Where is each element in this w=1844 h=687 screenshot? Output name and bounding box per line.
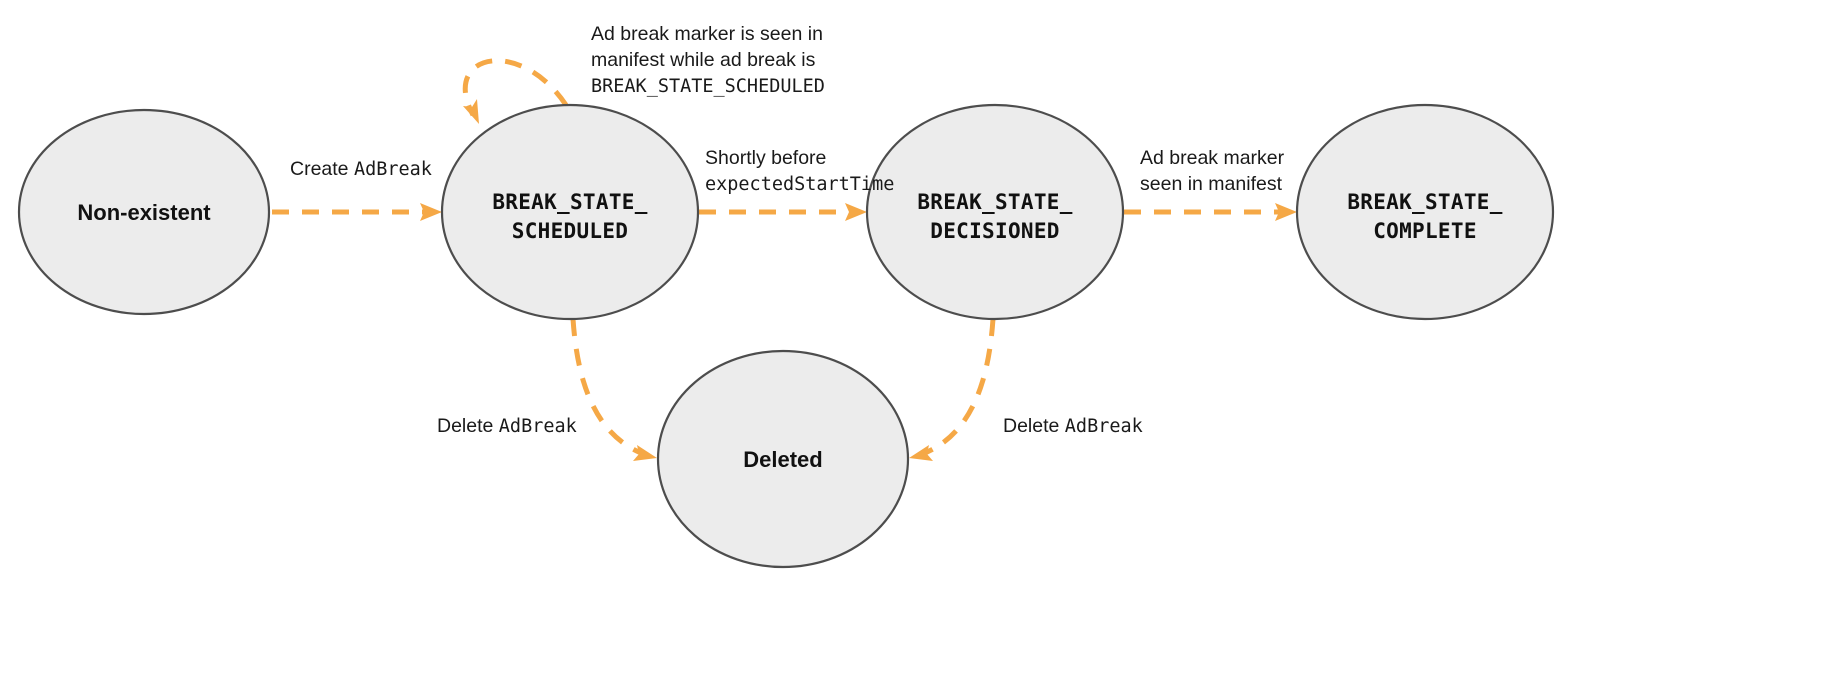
edge-scheduled-self-loop bbox=[462, 58, 569, 124]
node-break-state-complete-shape[interactable] bbox=[1295, 103, 1555, 321]
node-break-state-complete-label-line1: BREAK_STATE_ bbox=[1347, 190, 1502, 214]
edge-decisioned-to-complete-arrowhead bbox=[1275, 203, 1297, 221]
edge-label-create-adbreak-plain: Create bbox=[290, 158, 354, 180]
edge-label-scheduled-to-deleted-text: Delete AdBreak bbox=[437, 415, 577, 437]
node-deleted-shape[interactable] bbox=[656, 349, 910, 569]
node-deleted[interactable]: Deleted bbox=[656, 349, 910, 569]
edge-label-create-adbreak-text: Create AdBreak bbox=[290, 158, 432, 180]
edge-decisioned-to-deleted bbox=[909, 318, 996, 461]
edge-scheduled-to-deleted-arrowhead bbox=[633, 445, 657, 461]
node-non-existent-label: Non-existent bbox=[77, 200, 211, 225]
node-break-state-scheduled[interactable]: BREAK_STATE_ SCHEDULED bbox=[440, 103, 700, 321]
edge-decisioned-to-deleted-arrowhead bbox=[909, 445, 933, 461]
node-break-state-decisioned-shape[interactable] bbox=[865, 103, 1125, 321]
edge-label-scheduled-to-deleted: Delete AdBreak bbox=[437, 415, 577, 437]
node-break-state-complete[interactable]: BREAK_STATE_ COMPLETE bbox=[1295, 103, 1555, 321]
node-deleted-label: Deleted bbox=[743, 447, 822, 472]
edge-label-decisioned-to-deleted-mono: AdBreak bbox=[1065, 416, 1143, 437]
edge-label-scheduled-to-decisioned-line2: expectedStartTime bbox=[705, 174, 894, 195]
edge-label-create-adbreak: Create AdBreak bbox=[290, 158, 432, 180]
node-break-state-scheduled-shape[interactable] bbox=[440, 103, 700, 321]
edge-label-decisioned-to-complete: Ad break marker seen in manifest bbox=[1140, 147, 1285, 195]
edge-label-decisioned-to-complete-line2: seen in manifest bbox=[1140, 173, 1283, 195]
edge-label-scheduled-self-loop-line2: manifest while ad break is bbox=[591, 49, 816, 71]
edge-scheduled-self-loop-arrowhead bbox=[463, 99, 479, 124]
edge-label-scheduled-to-deleted-plain: Delete bbox=[437, 415, 499, 437]
node-break-state-decisioned[interactable]: BREAK_STATE_ DECISIONED bbox=[865, 103, 1125, 321]
edge-scheduled-self-loop-path bbox=[462, 58, 569, 117]
edge-label-scheduled-to-deleted-mono: AdBreak bbox=[499, 416, 577, 437]
edge-label-scheduled-to-decisioned: Shortly before expectedStartTime bbox=[705, 147, 894, 195]
edge-decisioned-to-complete bbox=[1124, 203, 1297, 221]
edge-scheduled-to-decisioned-arrowhead bbox=[845, 203, 867, 221]
node-non-existent-shape[interactable] bbox=[17, 108, 271, 316]
edge-scheduled-to-decisioned bbox=[699, 203, 867, 221]
edge-label-decisioned-to-deleted-plain: Delete bbox=[1003, 415, 1065, 437]
edge-scheduled-to-deleted-path bbox=[570, 318, 647, 458]
edge-create-adbreak bbox=[272, 203, 442, 221]
node-break-state-decisioned-label-line2: DECISIONED bbox=[930, 219, 1059, 243]
edge-label-decisioned-to-deleted-text: Delete AdBreak bbox=[1003, 415, 1143, 437]
edge-label-scheduled-self-loop: Ad break marker is seen in manifest whil… bbox=[591, 23, 825, 97]
edge-label-create-adbreak-mono: AdBreak bbox=[354, 159, 432, 180]
edge-label-decisioned-to-deleted: Delete AdBreak bbox=[1003, 415, 1143, 437]
node-break-state-scheduled-label-line1: BREAK_STATE_ bbox=[492, 190, 647, 214]
node-break-state-scheduled-label-line2: SCHEDULED bbox=[512, 219, 629, 243]
edge-create-adbreak-arrowhead bbox=[420, 203, 442, 221]
edge-decisioned-to-deleted-path bbox=[919, 318, 996, 458]
edge-label-scheduled-self-loop-line3: BREAK_STATE_SCHEDULED bbox=[591, 76, 825, 97]
edge-label-scheduled-self-loop-line1: Ad break marker is seen in bbox=[591, 23, 823, 45]
node-break-state-complete-label-line2: COMPLETE bbox=[1373, 219, 1477, 243]
edge-label-decisioned-to-complete-line1: Ad break marker bbox=[1140, 147, 1285, 169]
node-non-existent[interactable]: Non-existent bbox=[17, 108, 271, 316]
edge-label-scheduled-to-decisioned-line1: Shortly before bbox=[705, 147, 826, 169]
edge-scheduled-to-deleted bbox=[570, 318, 657, 461]
node-break-state-decisioned-label-line1: BREAK_STATE_ bbox=[917, 190, 1072, 214]
